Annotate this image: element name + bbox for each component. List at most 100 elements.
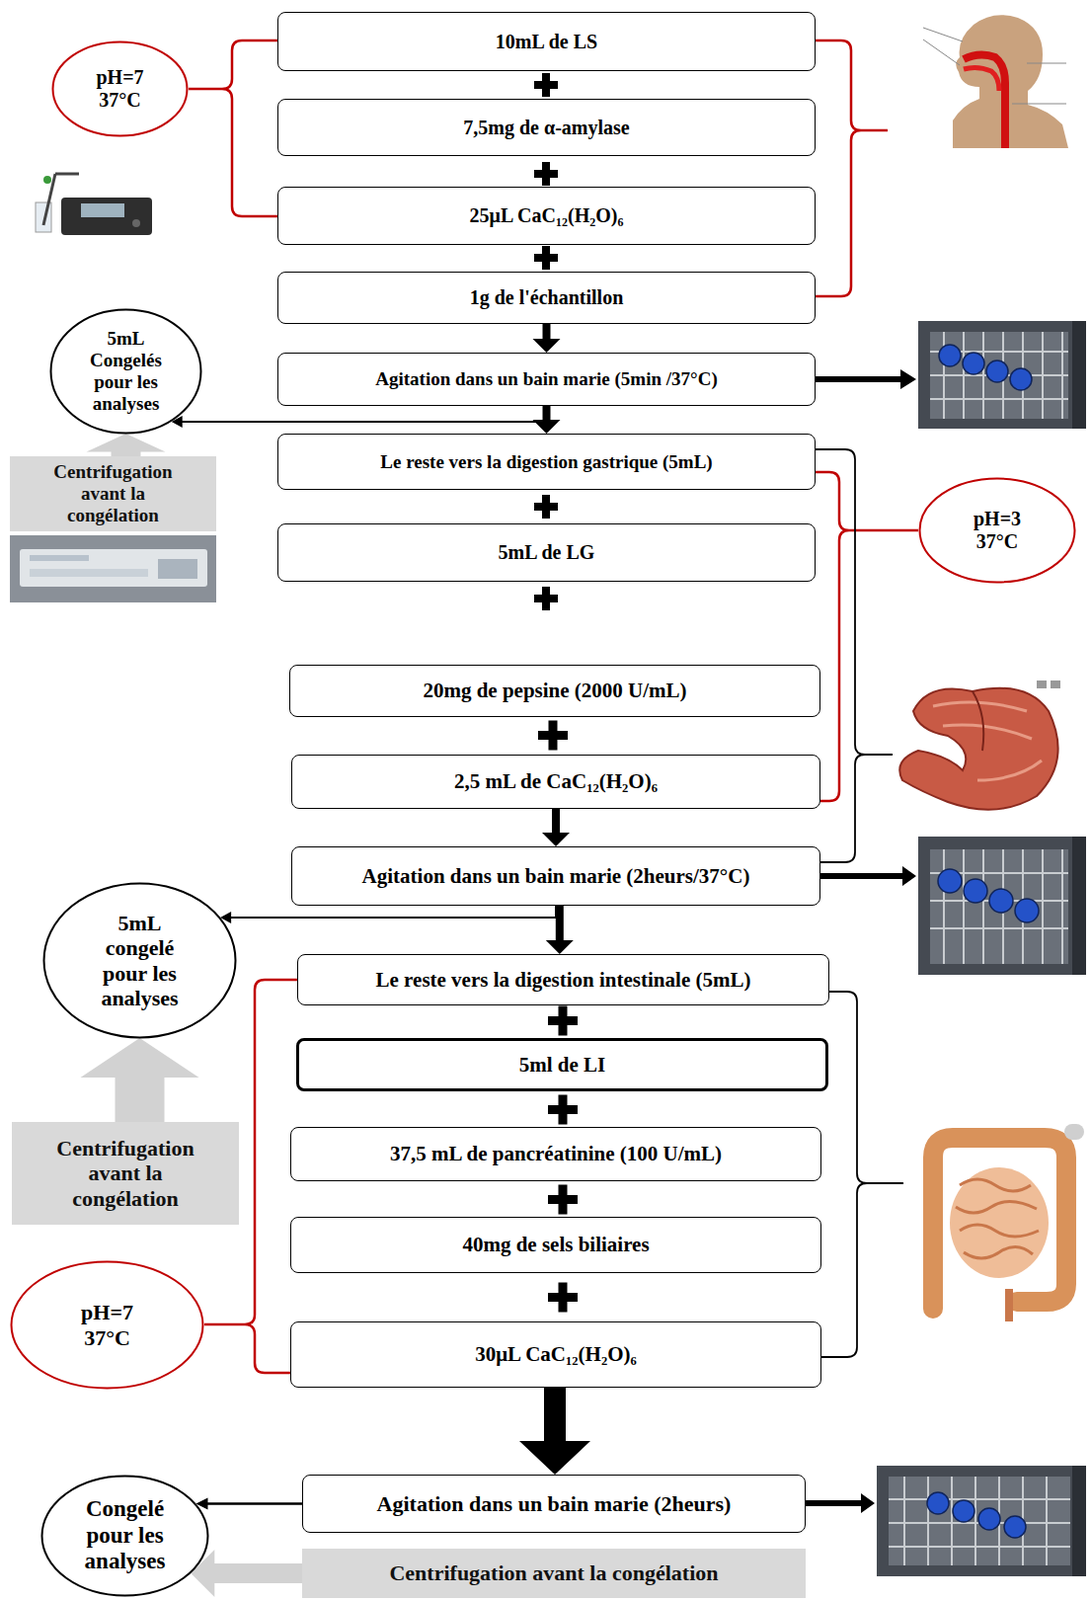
flow-arrow xyxy=(80,1037,200,1122)
box-text: Le reste vers la digestion intestinale (… xyxy=(376,967,752,992)
centrifuge-photo-part xyxy=(29,568,149,577)
water-bath-photo-part xyxy=(974,1476,977,1565)
water-bath-photo-part xyxy=(937,868,1039,923)
box-text: 5ml de LI xyxy=(519,1052,607,1077)
intestine-illustration-part xyxy=(933,1137,1067,1309)
water-bath-photo-part xyxy=(963,878,988,903)
water-bath-photo xyxy=(918,320,1087,429)
water-bath-photo-part xyxy=(918,836,1087,975)
photo-arrow xyxy=(805,369,917,1513)
water-bath-photo-part xyxy=(888,1476,1071,1565)
ph-meter-photo-part xyxy=(43,173,56,226)
box-text: pH=7 37°C xyxy=(73,1299,143,1350)
black-bracket xyxy=(815,449,904,1357)
flow-arrow xyxy=(519,1387,591,1475)
arrow-shaft xyxy=(181,405,547,422)
arrow-head xyxy=(86,433,166,452)
box-text: Centrifugation avant la congélation xyxy=(36,1135,215,1211)
water-bath-photo-part xyxy=(930,397,1069,400)
water-bath-photo-part xyxy=(930,331,1069,419)
water-bath-photo-part xyxy=(1045,1476,1048,1565)
process-box: 7,5mg de α-amylase xyxy=(277,98,816,156)
centrifuge-photo-part xyxy=(29,554,89,561)
ellipse-outline xyxy=(42,1476,209,1596)
water-bath-photo-part xyxy=(982,849,985,964)
box-text: 5mL congelé pour les analyses xyxy=(85,910,195,1011)
box-text: 2,5 mL de CaC₁₂(H₂O)₆ xyxy=(454,769,658,793)
flow-arrow xyxy=(545,905,574,954)
water-bath-photo-part xyxy=(978,1507,1001,1530)
water-bath-photo-part xyxy=(938,344,1032,390)
arrow-head xyxy=(545,939,574,954)
flow-arrow xyxy=(533,323,561,353)
ph-meter-photo-part xyxy=(80,203,125,218)
head-illustration-part xyxy=(923,39,960,66)
plus-sign-part xyxy=(558,1184,568,1215)
ph-meter-photo-part xyxy=(132,219,141,228)
box-text: 25μL CaC₁₂(H₂O)₆ xyxy=(469,204,624,228)
photo-arrow-part xyxy=(805,1492,875,1513)
arrow-head xyxy=(533,338,561,353)
water-bath-photo-part xyxy=(918,320,1087,429)
water-bath-photo-part xyxy=(888,1476,1071,1565)
arrow-head xyxy=(519,1440,591,1475)
arrow-shaft xyxy=(115,1073,165,1122)
process-box: Le reste vers la digestion gastrique (5m… xyxy=(277,433,816,490)
ph-meter-photo-part xyxy=(43,175,52,184)
box-text: 7,5mg de α-amylase xyxy=(463,116,629,140)
box-text: Le reste vers la digestion gastrique (5m… xyxy=(380,451,712,473)
water-bath-photo-part xyxy=(1072,320,1087,429)
arrow-shaft xyxy=(212,1562,303,1583)
water-bath-photo-part xyxy=(930,849,1069,964)
sample-ellipse: Congelé pour les analyses xyxy=(40,1474,210,1597)
box-text: 5mL Congelés pour les analyses xyxy=(77,327,176,414)
head-illustration-part xyxy=(923,27,1067,104)
head-illustration xyxy=(923,14,1069,149)
process-box: Le reste vers la digestion intestinale (… xyxy=(297,953,830,1006)
box-text: pH=7 37°C xyxy=(85,66,156,112)
stomach-illustration xyxy=(899,680,1061,810)
process-box: 37,5 mL de pancréatinine (100 U/mL) xyxy=(290,1126,822,1181)
process-box: Agitation dans un bain marie (5min /37°C… xyxy=(277,352,816,406)
water-bath-photo xyxy=(918,836,1087,975)
box-text: pH=3 37°C xyxy=(962,507,1032,553)
intestine-illustration-part xyxy=(949,1167,1049,1278)
stomach-illustration-part xyxy=(1050,680,1061,689)
intestine-illustration-part xyxy=(1064,1123,1085,1140)
plus-sign-part xyxy=(558,1094,568,1125)
plus-sign-part xyxy=(542,73,550,97)
water-bath-photo-part xyxy=(930,927,1069,930)
water-bath-photo-part xyxy=(1010,368,1032,390)
water-bath-photo-part xyxy=(927,1491,949,1514)
process-box: Agitation dans un bain marie (2heurs) xyxy=(302,1474,806,1533)
red-bracket-part xyxy=(188,40,278,217)
flow-arrow xyxy=(220,905,556,924)
centrifuge-photo xyxy=(9,535,217,603)
plus-sign-part xyxy=(558,1282,568,1313)
box-text: Centrifugation avant la congélation xyxy=(389,1559,718,1585)
intestine-illustration-part xyxy=(955,1178,1039,1258)
water-bath-photo-part xyxy=(927,1491,1026,1538)
intestine-illustration xyxy=(933,1123,1085,1322)
process-box: 20mg de pepsine (2000 U/mL) xyxy=(289,664,821,717)
process-box: 30μL CaC₁₂(H₂O)₆ xyxy=(290,1321,822,1388)
head-illustration-part xyxy=(963,67,1000,91)
process-box: 1g de l'échantillon xyxy=(277,271,816,324)
arrow-shaft xyxy=(544,1387,566,1444)
water-bath-photo-part xyxy=(1061,849,1064,964)
box-text: 20mg de pepsine (2000 U/mL) xyxy=(422,678,687,702)
box-text: 37,5 mL de pancréatinine (100 U/mL) xyxy=(389,1141,722,1166)
red-bracket-part xyxy=(815,40,888,297)
box-text: Agitation dans un bain marie (2heurs) xyxy=(377,1490,732,1516)
ph-meter-photo-part xyxy=(55,172,79,176)
water-bath-photo-part xyxy=(952,1499,975,1522)
plus-sign-part xyxy=(542,245,550,270)
process-box: 40mg de sels biliaires xyxy=(290,1216,822,1273)
flow-arrow xyxy=(171,405,547,428)
box-text: Agitation dans un bain marie (2heurs/37°… xyxy=(362,863,751,888)
water-bath-photo-part xyxy=(903,1476,906,1565)
sample-ellipse: 5mL congelé pour les analyses xyxy=(42,881,237,1039)
water-bath-photo-part xyxy=(930,331,1069,419)
